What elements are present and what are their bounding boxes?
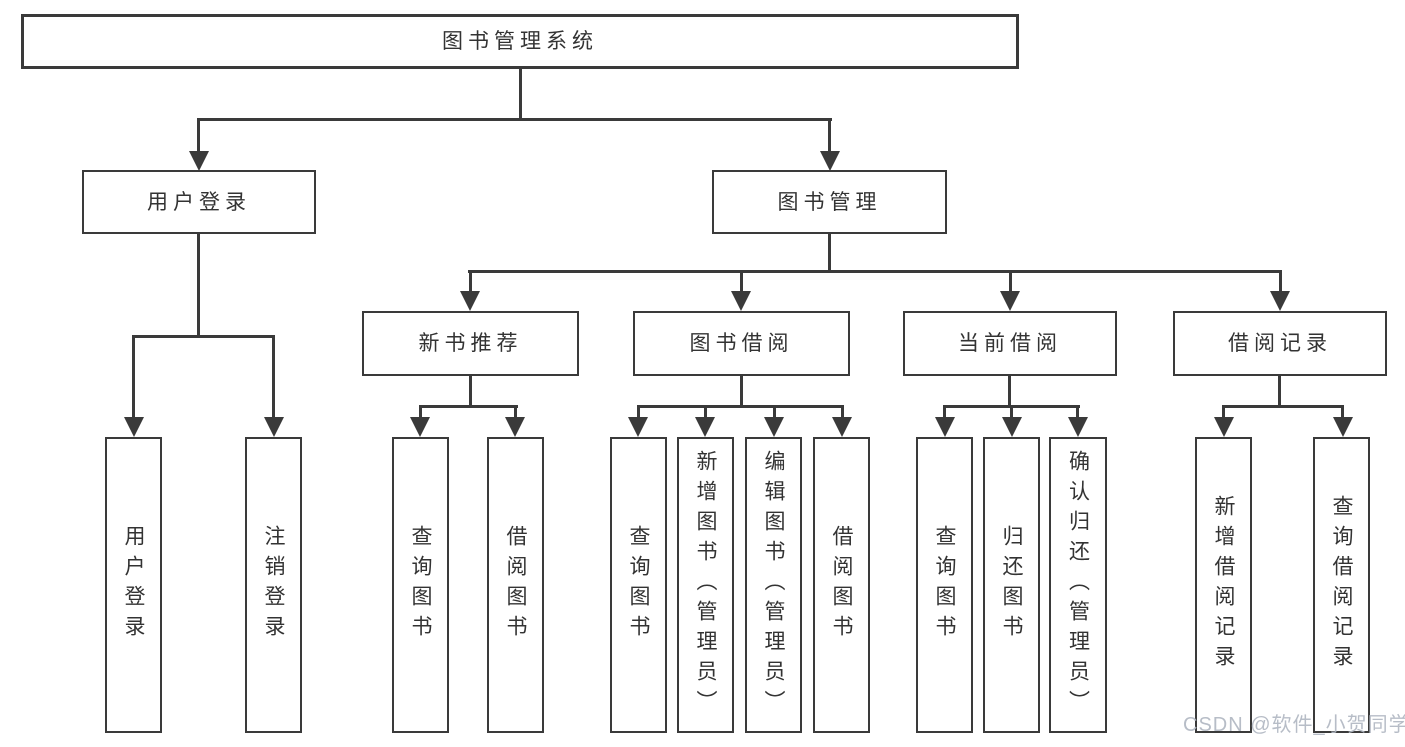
connector-line: [1279, 270, 1282, 295]
connector-line: [1222, 405, 1344, 408]
arrow-down: [505, 417, 525, 437]
connector-line: [704, 405, 707, 421]
connector-line: [740, 270, 743, 295]
arrow-down: [264, 417, 284, 437]
node-query-books-recommend: 查询图书: [392, 437, 449, 733]
arrow-down: [731, 291, 751, 311]
node-logout-item: 注销登录: [245, 437, 302, 733]
node-add-books-admin: 新增图书（管理员）: [677, 437, 734, 733]
arrow-down: [832, 417, 852, 437]
node-confirm-return-admin: 确认归还（管理员）: [1049, 437, 1107, 733]
arrow-down: [1214, 417, 1234, 437]
connector-line: [1008, 376, 1011, 408]
arrow-down: [1068, 417, 1088, 437]
connector-line: [828, 234, 831, 273]
node-borrow-books-borrowing: 借阅图书: [813, 437, 870, 733]
arrow-down: [1002, 417, 1022, 437]
connector-line: [419, 405, 422, 421]
connector-line: [1278, 376, 1281, 408]
connector-line: [133, 335, 275, 338]
node-return-books: 归还图书: [983, 437, 1040, 733]
connector-line: [419, 405, 518, 408]
connector-line: [740, 376, 743, 408]
connector-line: [514, 405, 517, 421]
connector-line: [197, 118, 200, 155]
connector-line: [1009, 270, 1012, 295]
csdn-watermark: CSDN @软件_小贺同学: [1183, 714, 1405, 736]
node-user-login-item: 用户登录: [105, 437, 162, 733]
connector-line: [272, 335, 275, 421]
node-book-management: 图书管理: [712, 170, 947, 234]
arrow-down: [1000, 291, 1020, 311]
connector-line: [468, 270, 1282, 273]
node-book-borrowing: 图书借阅: [633, 311, 850, 376]
node-borrow-books-recommend: 借阅图书: [487, 437, 544, 733]
connector-line: [198, 118, 832, 121]
arrow-down: [628, 417, 648, 437]
connector-line: [943, 405, 946, 421]
connector-line: [197, 234, 200, 338]
arrow-down: [764, 417, 784, 437]
connector-line: [773, 405, 776, 421]
arrow-down: [1333, 417, 1353, 437]
arrow-down: [460, 291, 480, 311]
node-user-login: 用户登录: [82, 170, 316, 234]
arrow-down: [820, 151, 840, 171]
node-add-borrow-record: 新增借阅记录: [1195, 437, 1252, 733]
connector-line: [841, 405, 844, 421]
node-query-books-borrowing: 查询图书: [610, 437, 667, 733]
arrow-down: [189, 151, 209, 171]
node-edit-books-admin: 编辑图书（管理员）: [745, 437, 802, 733]
node-query-borrow-record: 查询借阅记录: [1313, 437, 1370, 733]
node-query-books-current: 查询图书: [916, 437, 973, 733]
connector-line: [1010, 405, 1013, 421]
connector-line: [1076, 405, 1079, 421]
arrow-down: [410, 417, 430, 437]
connector-line: [1222, 405, 1225, 421]
connector-line: [519, 68, 522, 121]
connector-line: [1341, 405, 1344, 421]
arrow-down: [124, 417, 144, 437]
connector-line: [469, 270, 472, 295]
arrow-down: [935, 417, 955, 437]
node-new-book-recommend: 新书推荐: [362, 311, 579, 376]
connector-line: [637, 405, 844, 408]
connector-line: [828, 118, 831, 155]
node-current-borrowing: 当前借阅: [903, 311, 1117, 376]
connector-line: [469, 376, 472, 408]
node-library-system: 图书管理系统: [21, 14, 1019, 69]
arrow-down: [695, 417, 715, 437]
node-borrowing-records: 借阅记录: [1173, 311, 1387, 376]
connector-line: [637, 405, 640, 421]
arrow-down: [1270, 291, 1290, 311]
connector-line: [132, 335, 135, 421]
